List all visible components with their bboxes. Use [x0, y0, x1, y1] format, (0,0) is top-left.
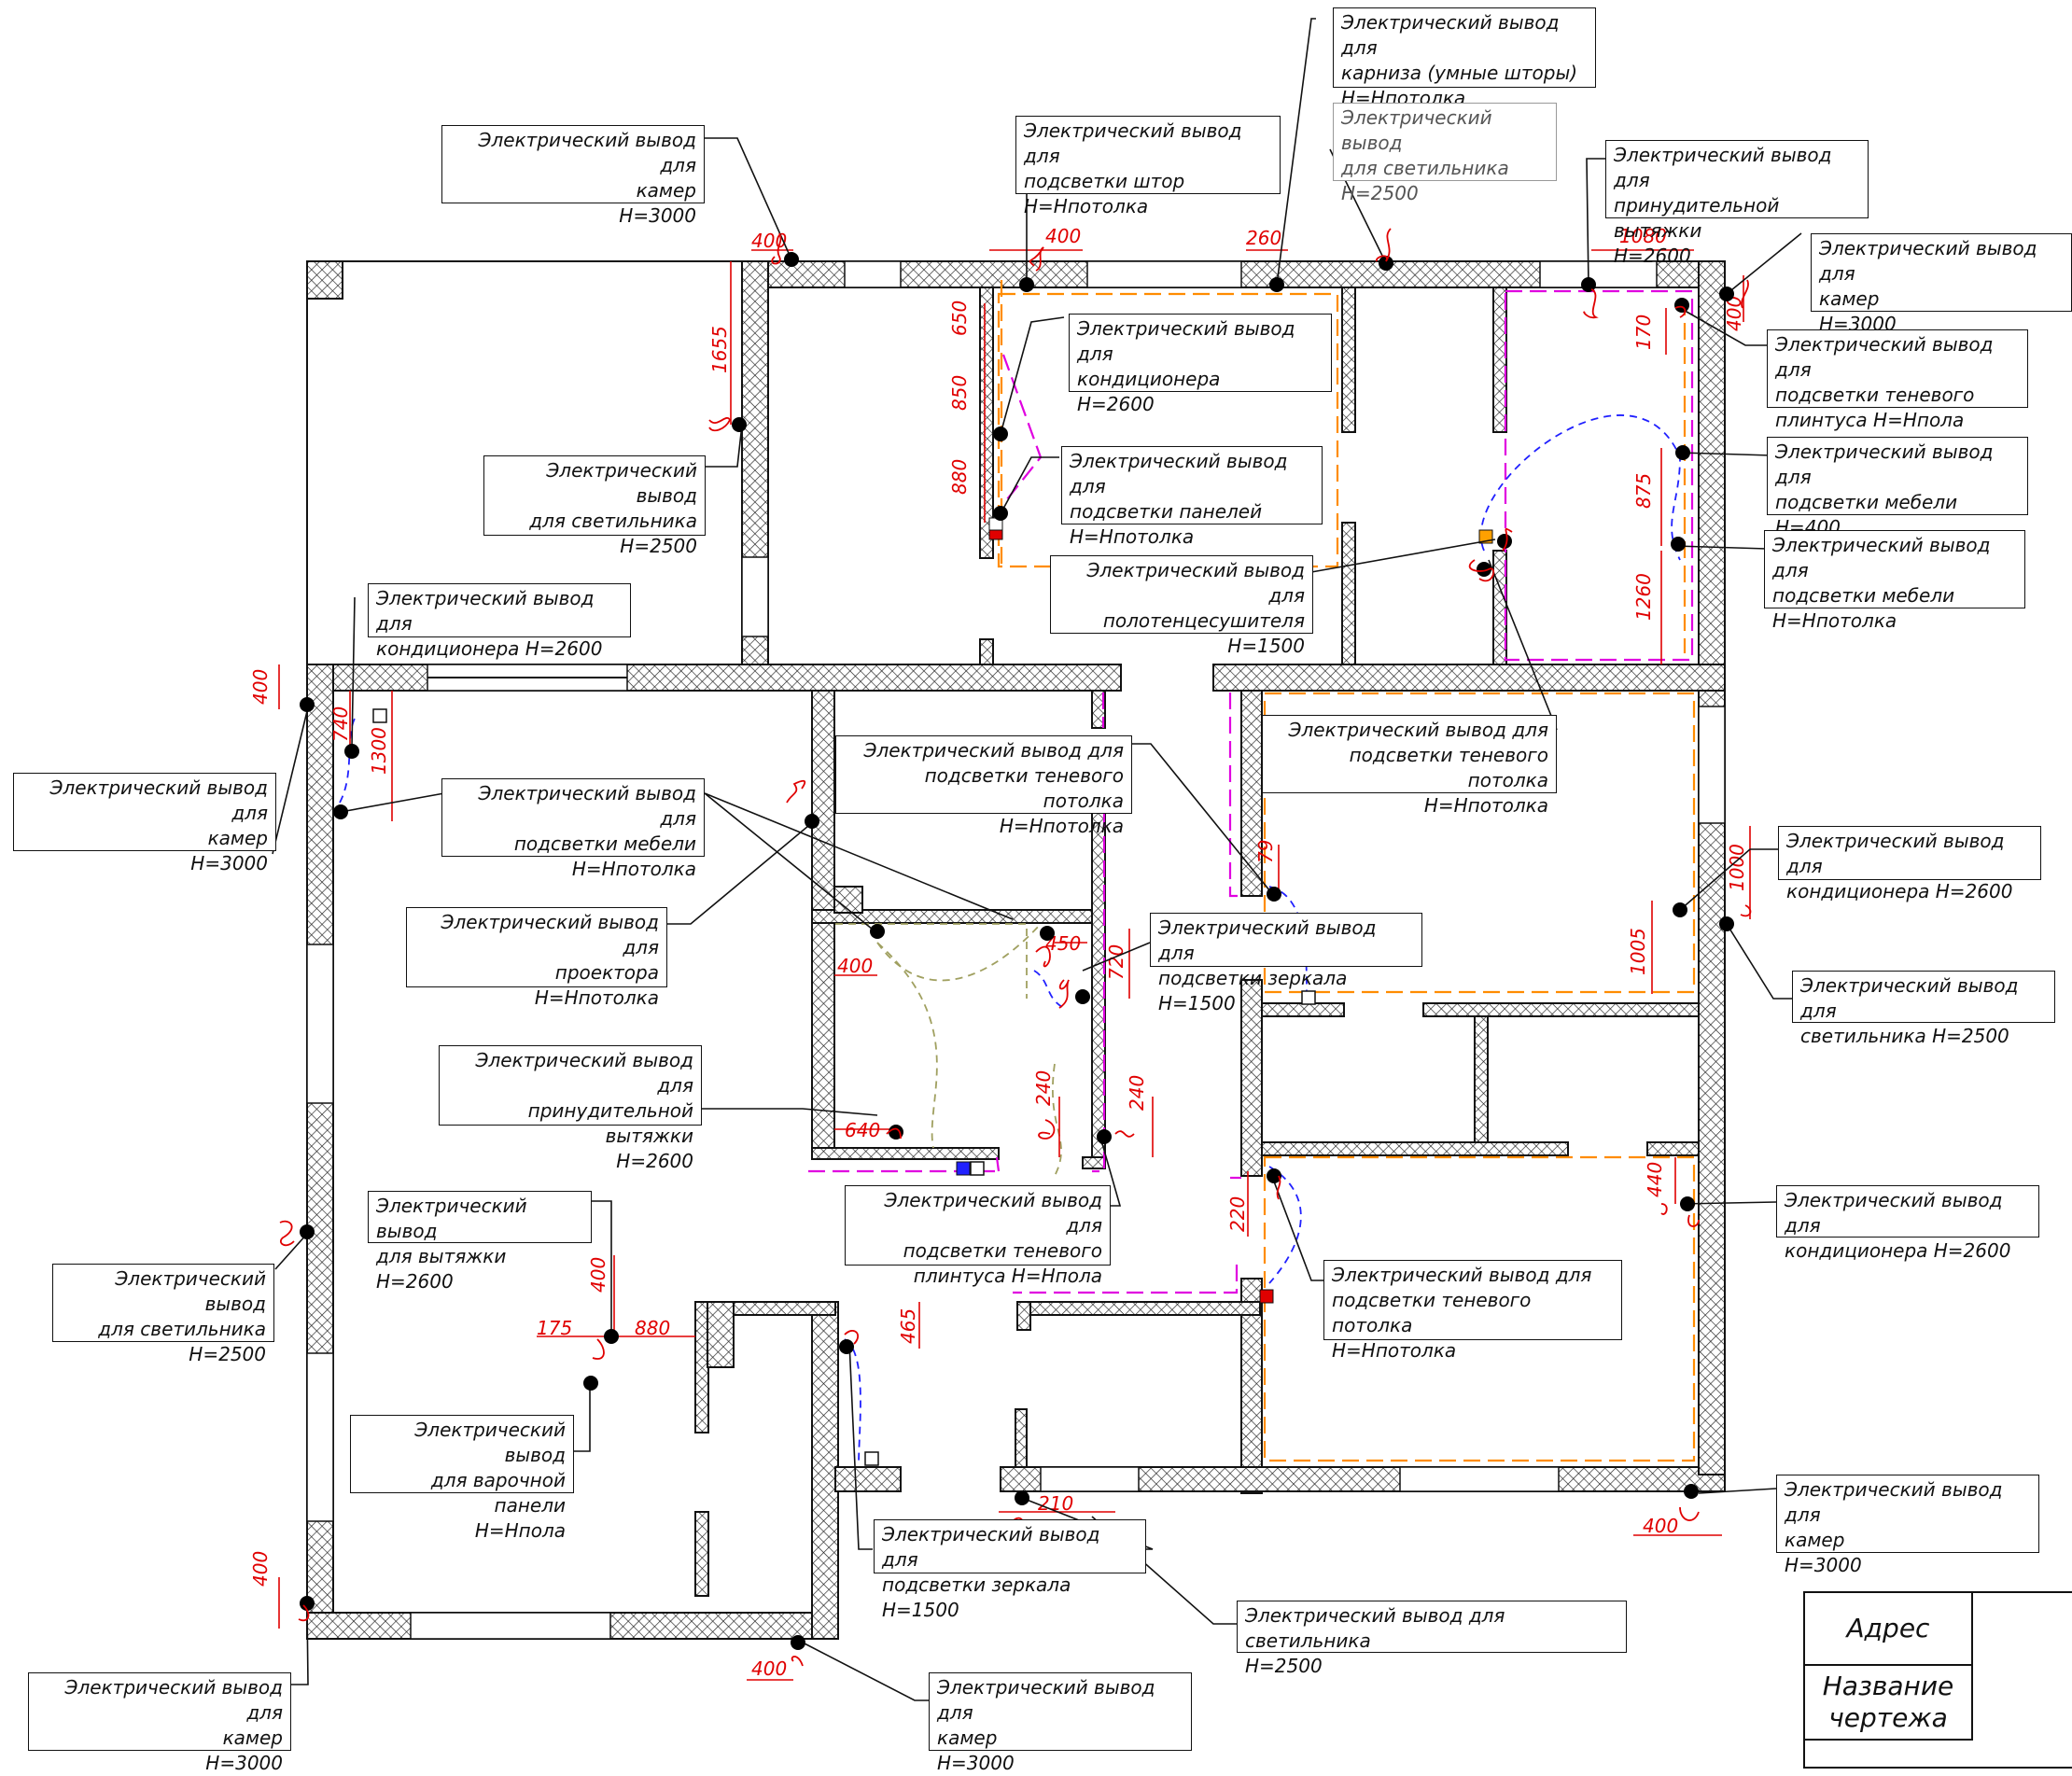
label-mirror-center: Электрический вывод для подсветки зеркал… [1150, 913, 1422, 1014]
label-furniture-400: Электрический вывод для подсветки мебели… [1767, 437, 2028, 538]
dim: 220 [1226, 1196, 1249, 1232]
dim: 240 [1126, 1075, 1148, 1111]
label-cameras-right-bottom: Электрический вывод для камер H=3000 [1776, 1475, 2039, 1576]
label-shadow-ceiling-bottom: Электрический вывод для подсветки тенево… [1323, 1260, 1622, 1362]
label-shadow-ceiling-right: Электрический вывод для подсветки тенево… [1262, 715, 1557, 817]
dim: 1300 [368, 727, 390, 775]
dim: 440 [1644, 1162, 1666, 1197]
label-cameras-top: Электрический вывод для камер H=3000 [441, 125, 705, 227]
dim: 465 [897, 1308, 919, 1344]
label-exhaust-center: Электрический вывод для принудительной в… [439, 1045, 702, 1172]
outlet-points [300, 252, 1734, 1650]
label-cameras-bottom-left: Электрический вывод для камер H=3000 [28, 1672, 291, 1774]
dim: 880 [635, 1317, 670, 1339]
label-exhaust-top: Электрический вывод для принудительной в… [1605, 140, 1869, 267]
dim: 400 [1045, 225, 1081, 247]
dimension-lines [278, 249, 1751, 1681]
title-block: Адрес Название чертежа [1803, 1591, 2072, 1769]
label-ac-right-bottom: Электрический вывод для кондиционера H=2… [1776, 1185, 2039, 1262]
label-curtain-rod: Электрический вывод для карниза (умные ш… [1333, 7, 1596, 109]
dim: 400 [751, 1657, 787, 1680]
dim: 640 [845, 1119, 880, 1141]
label-luminaire-top: Электрический вывод для светильника H=25… [1333, 103, 1557, 204]
label-luminaire-left: Электрический вывод для светильника H=25… [483, 455, 706, 557]
label-ac-right: Электрический вывод для кондиционера H=2… [1778, 826, 2041, 902]
label-hood: Электрический вывод для вытяжки H=2600 [368, 1191, 592, 1293]
title-block-address: Адрес [1805, 1593, 1973, 1666]
dim: 720 [1105, 944, 1127, 980]
label-projector: Электрический вывод для проектора H=Hпот… [406, 907, 667, 1009]
dim: 1080 [1619, 225, 1667, 247]
windows [306, 260, 1726, 1640]
dim: 650 [948, 301, 971, 336]
label-luminaire-bottom: Электрический вывод для светильника H=25… [1237, 1601, 1627, 1677]
column [306, 260, 343, 300]
dim: 400 [1643, 1515, 1678, 1537]
label-furniture-ceiling: Электрический вывод для подсветки мебели… [1764, 530, 2025, 632]
dim: 400 [837, 955, 873, 977]
dim: 400 [587, 1257, 609, 1293]
dim: 850 [948, 375, 971, 411]
label-panels-lighting: Электрический вывод для подсветки панеле… [1061, 446, 1323, 548]
dim: 1260 [1632, 573, 1655, 621]
dim: 400 [249, 669, 272, 705]
dim: 740 [329, 706, 352, 742]
dim: 400 [751, 230, 787, 252]
dim: 240 [1032, 1070, 1055, 1106]
label-shadow-plinth-center: Электрический вывод для подсветки тенево… [845, 1185, 1111, 1287]
label-cooktop: Электрический вывод для варочной панели … [350, 1415, 574, 1542]
label-ac-top: Электрический вывод для кондиционера H=2… [1069, 314, 1332, 415]
dim: 875 [1632, 473, 1655, 509]
dim: 175 [537, 1317, 572, 1339]
label-luminaire-left-bottom: Электрический вывод для светильника H=25… [52, 1264, 274, 1365]
title-block-drawing-name: Название чертежа [1805, 1666, 1973, 1741]
dim: 79 [1254, 840, 1277, 863]
label-luminaire-right: Электрический вывод для светильника H=25… [1792, 971, 2055, 1047]
dim: 260 [1246, 227, 1281, 249]
label-cameras-left: Электрический вывод для камер H=3000 [13, 773, 276, 874]
dim: 170 [1632, 315, 1655, 350]
dim: 880 [948, 459, 971, 495]
label-furniture-left: Электрический вывод для подсветки мебели… [441, 778, 705, 880]
label-shadow-plinth-top: Электрический вывод для подсветки тенево… [1767, 329, 2028, 431]
dim: 1005 [1627, 928, 1649, 975]
dimension-texts: 400 400 260 1080 1655 650 850 880 170 40… [249, 225, 1748, 1680]
dim: 400 [249, 1551, 272, 1587]
label-mirror-bottom: Электрический вывод для подсветки зеркал… [874, 1519, 1146, 1621]
label-ac-left: Электрический вывод для кондиционера H=2… [368, 583, 631, 660]
label-shadow-ceiling-center: Электрический вывод для подсветки тенево… [835, 735, 1132, 837]
label-towel-dryer: Электрический вывод для полотенцесушител… [1050, 555, 1313, 657]
label-curtain-lighting: Электрический вывод для подсветки штор H… [1015, 116, 1281, 217]
dim: 1655 [708, 326, 731, 373]
label-cameras-top-right: Электрический вывод для камер H=3000 [1811, 233, 2072, 335]
label-cameras-bottom: Электрический вывод для камер H=3000 [929, 1672, 1192, 1774]
